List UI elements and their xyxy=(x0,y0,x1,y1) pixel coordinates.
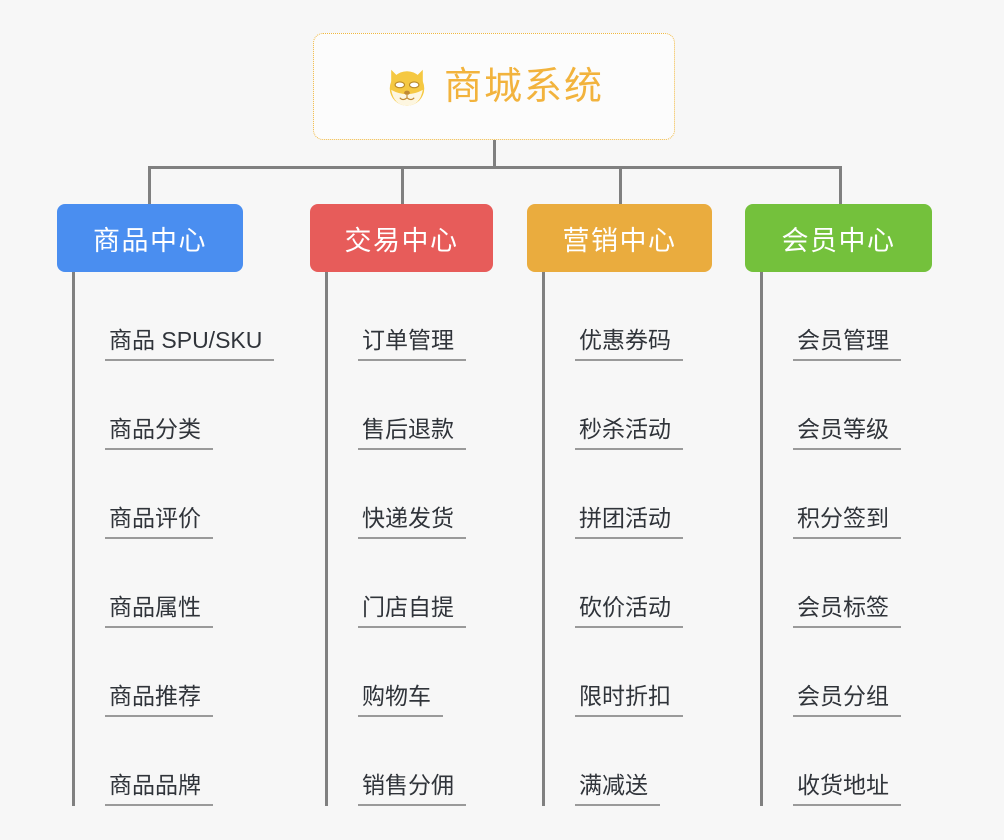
list-item[interactable]: 快递发货 xyxy=(328,450,493,539)
leaf-label: 门店自提 xyxy=(358,594,466,628)
leaf-label: 拼团活动 xyxy=(575,505,683,539)
list-item[interactable]: 拼团活动 xyxy=(545,450,712,539)
category-label: 会员中心 xyxy=(781,225,896,256)
leaf-label: 商品品牌 xyxy=(105,772,213,806)
root-node[interactable]: 商城系统 xyxy=(313,33,675,140)
branch-column-4: 会员中心 会员管理 会员等级 积分签到 会员标签 会员分组 收货地址 xyxy=(745,204,932,806)
list-item[interactable]: 会员分组 xyxy=(763,628,932,717)
list-item[interactable]: 商品 SPU/SKU xyxy=(75,272,275,361)
category-label: 营销中心 xyxy=(562,225,677,256)
leaf-label: 商品推荐 xyxy=(105,683,213,717)
connector-drop-3 xyxy=(619,166,622,206)
leaf-label: 会员等级 xyxy=(793,416,901,450)
connector-root-stem xyxy=(493,140,496,168)
list-item[interactable]: 门店自提 xyxy=(328,539,493,628)
leaf-label: 快递发货 xyxy=(358,505,466,539)
leaf-label: 会员管理 xyxy=(793,327,901,361)
leaf-list-3: 优惠券码 秒杀活动 拼团活动 砍价活动 限时折扣 满减送 xyxy=(542,272,712,806)
category-label: 交易中心 xyxy=(344,225,459,256)
list-item[interactable]: 会员等级 xyxy=(763,361,932,450)
leaf-label: 商品 SPU/SKU xyxy=(105,327,275,361)
list-item[interactable]: 砍价活动 xyxy=(545,539,712,628)
branch-column-1: 商品中心 商品 SPU/SKU 商品分类 商品评价 商品属性 商品推荐 商品品牌 xyxy=(57,204,275,806)
category-header-4[interactable]: 会员中心 xyxy=(745,204,932,272)
branch-column-3: 营销中心 优惠券码 秒杀活动 拼团活动 砍价活动 限时折扣 满减送 xyxy=(527,204,712,806)
leaf-label: 商品属性 xyxy=(105,594,213,628)
leaf-label: 优惠券码 xyxy=(575,327,683,361)
leaf-label: 购物车 xyxy=(358,683,443,717)
leaf-label: 限时折扣 xyxy=(575,683,683,717)
leaf-label: 订单管理 xyxy=(358,327,466,361)
leaf-label: 商品分类 xyxy=(105,416,213,450)
leaf-label: 收货地址 xyxy=(793,772,901,806)
leaf-list-1: 商品 SPU/SKU 商品分类 商品评价 商品属性 商品推荐 商品品牌 xyxy=(72,272,275,806)
leaf-label: 积分签到 xyxy=(793,505,901,539)
list-item[interactable]: 会员管理 xyxy=(763,272,932,361)
leaf-label: 会员分组 xyxy=(793,683,901,717)
list-item[interactable]: 商品属性 xyxy=(75,539,243,628)
connector-drop-2 xyxy=(401,166,404,206)
category-header-1[interactable]: 商品中心 xyxy=(57,204,243,272)
leaf-label: 销售分佣 xyxy=(358,772,466,806)
category-header-3[interactable]: 营销中心 xyxy=(527,204,712,272)
leaf-label: 砍价活动 xyxy=(575,594,683,628)
leaf-label: 会员标签 xyxy=(793,594,901,628)
dog-face-icon xyxy=(389,69,425,109)
list-item[interactable]: 商品评价 xyxy=(75,450,243,539)
branch-column-2: 交易中心 订单管理 售后退款 快递发货 门店自提 购物车 销售分佣 xyxy=(310,204,493,806)
leaf-label: 秒杀活动 xyxy=(575,416,683,450)
root-title: 商城系统 xyxy=(443,65,604,108)
list-item[interactable]: 商品品牌 xyxy=(75,717,243,806)
leaf-label: 满减送 xyxy=(575,772,660,806)
list-item[interactable]: 售后退款 xyxy=(328,361,493,450)
list-item[interactable]: 销售分佣 xyxy=(328,717,493,806)
connector-drop-4 xyxy=(839,166,842,206)
leaf-label: 商品评价 xyxy=(105,505,213,539)
list-item[interactable]: 会员标签 xyxy=(763,539,932,628)
list-item[interactable]: 积分签到 xyxy=(763,450,932,539)
list-item[interactable]: 商品推荐 xyxy=(75,628,243,717)
leaf-list-2: 订单管理 售后退款 快递发货 门店自提 购物车 销售分佣 xyxy=(325,272,493,806)
list-item[interactable]: 收货地址 xyxy=(763,717,932,806)
category-label: 商品中心 xyxy=(93,225,207,256)
category-header-2[interactable]: 交易中心 xyxy=(310,204,493,272)
list-item[interactable]: 优惠券码 xyxy=(545,272,712,361)
leaf-label: 售后退款 xyxy=(358,416,466,450)
list-item[interactable]: 秒杀活动 xyxy=(545,361,712,450)
list-item[interactable]: 限时折扣 xyxy=(545,628,712,717)
list-item[interactable]: 满减送 xyxy=(545,717,712,806)
connector-drop-1 xyxy=(148,166,151,206)
list-item[interactable]: 商品分类 xyxy=(75,361,243,450)
leaf-list-4: 会员管理 会员等级 积分签到 会员标签 会员分组 收货地址 xyxy=(760,272,932,806)
list-item[interactable]: 购物车 xyxy=(328,628,493,717)
list-item[interactable]: 订单管理 xyxy=(328,272,493,361)
connector-bus xyxy=(148,166,842,169)
